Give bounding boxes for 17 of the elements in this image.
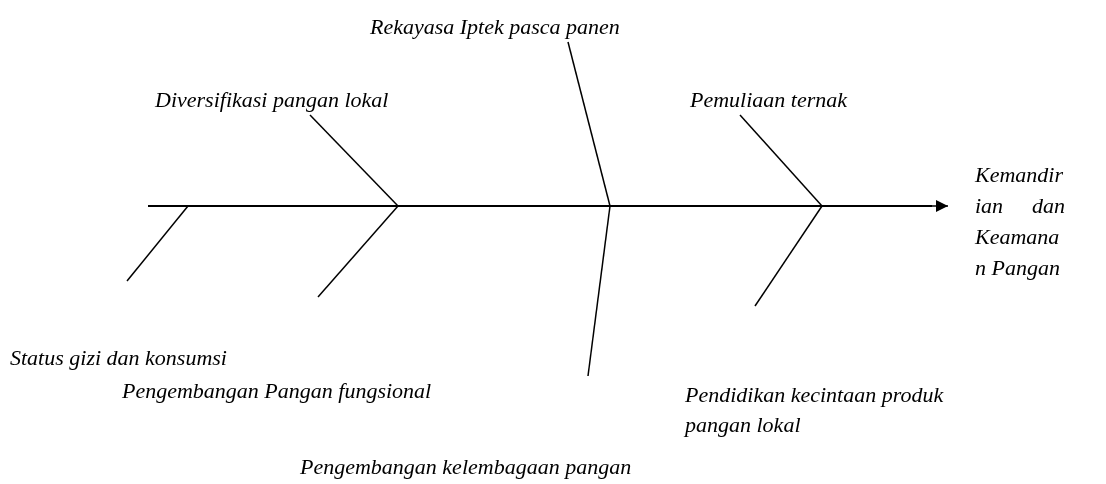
cause-label: Rekayasa Iptek pasca panen xyxy=(370,12,620,42)
effect-label: Kemandirian dan Keamanan Pangan xyxy=(948,159,1065,283)
cause-label: Pemuliaan ternak xyxy=(690,85,848,115)
cause-label: Pendidikan kecintaan produk pangan lokal xyxy=(685,380,975,440)
arrow xyxy=(931,200,949,212)
fishbone-rib xyxy=(567,41,611,207)
spine-line xyxy=(148,205,932,207)
cause-label: Diversifikasi pangan lokal xyxy=(155,85,389,115)
fishbone-rib xyxy=(754,205,823,307)
cause-label: Status gizi dan konsumsi xyxy=(10,343,227,373)
fishbone-rib xyxy=(739,114,823,207)
fishbone-rib xyxy=(309,114,399,207)
cause-label: Pengembangan kelembagaan pangan xyxy=(300,452,632,482)
fishbone-rib xyxy=(317,205,399,298)
fishbone-rib xyxy=(126,205,189,282)
fishbone-rib xyxy=(587,205,611,377)
cause-label: Pengembangan Pangan fungsional xyxy=(122,376,432,406)
